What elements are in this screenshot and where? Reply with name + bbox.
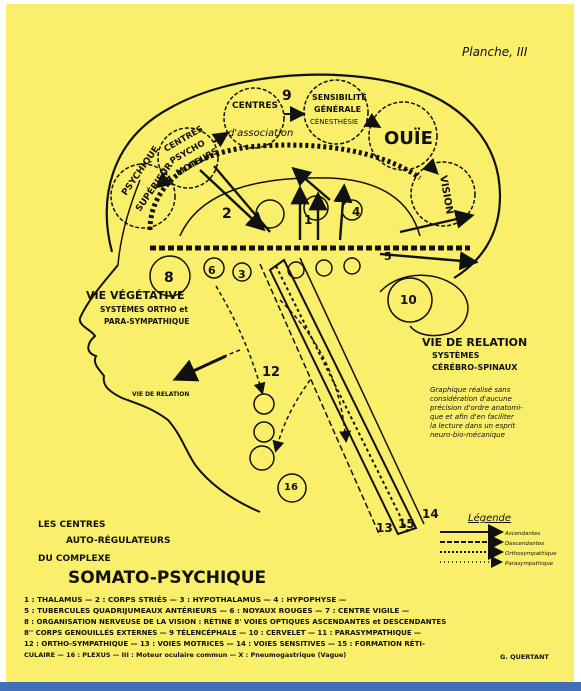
svg-text:VIE VÉGÉTATIVE: VIE VÉGÉTATIVE — [86, 289, 184, 302]
graphic-note: Graphique réalisé sans considération d'a… — [429, 386, 523, 439]
svg-text:OUÏE: OUÏE — [384, 127, 433, 149]
svg-text:CÉRÉBRO-SPINAUX: CÉRÉBRO-SPINAUX — [432, 361, 518, 372]
svg-text:14: 14 — [422, 507, 439, 521]
svg-text:5: 5 — [384, 250, 392, 263]
svg-text:3: 3 — [238, 268, 246, 281]
svg-text:d'association: d'association — [228, 128, 293, 139]
svg-text:2: 2 — [222, 206, 232, 222]
center-ouie: OUÏE — [369, 102, 437, 170]
svg-text:8 : ORGANISATION NERVEUSE DE L: 8 : ORGANISATION NERVEUSE DE LA VISION :… — [24, 617, 446, 626]
svg-text:15: 15 — [398, 517, 415, 531]
svg-text:Parasympathique: Parasympathique — [505, 561, 554, 567]
svg-text:CENTRES: CENTRES — [232, 101, 278, 111]
svg-text:GÉNÉRALE: GÉNÉRALE — [314, 103, 361, 114]
svg-text:SYSTÈMES: SYSTÈMES — [432, 349, 480, 360]
vie-de-relation-label: VIE DE RELATION SYSTÈMES CÉRÉBRO-SPINAUX — [422, 336, 527, 372]
svg-text:Descendantes: Descendantes — [505, 541, 544, 547]
svg-text:1: 1 — [304, 213, 312, 227]
svg-text:Orthosympathique: Orthosympathique — [505, 551, 557, 557]
key-text: 1 : THALAMUS — 2 : CORPS STRIÉS — 3 : HY… — [24, 595, 446, 659]
svg-text:Ascendantes: Ascendantes — [504, 531, 540, 537]
svg-text:6: 6 — [208, 264, 216, 277]
svg-text:8: 8 — [164, 270, 174, 286]
relation-arrow — [178, 356, 226, 378]
node-circles — [150, 196, 432, 502]
svg-text:que et afin d'en faciliter: que et afin d'en faciliter — [430, 413, 515, 421]
svg-text:VISION: VISION — [437, 175, 455, 216]
complex-title-block: LES CENTRES AUTO-RÉGULATEURS DU COMPLEXE… — [38, 520, 266, 588]
svg-text:DU COMPLEXE: DU COMPLEXE — [38, 554, 111, 564]
vie-vegetative-label: VIE VÉGÉTATIVE SYSTÈMES ORTHO et PARA-SY… — [86, 289, 189, 398]
svg-text:précision d'ordre anatomi-: précision d'ordre anatomi- — [429, 404, 523, 412]
svg-text:LES CENTRES: LES CENTRES — [38, 520, 105, 530]
svg-text:10: 10 — [400, 293, 417, 307]
svg-text:neuro-bio-mécanique: neuro-bio-mécanique — [430, 431, 505, 439]
head-profile — [80, 265, 260, 512]
svg-text:4: 4 — [352, 205, 360, 219]
svg-text:VIE DE RELATION: VIE DE RELATION — [132, 391, 189, 398]
svg-text:AUTO-RÉGULATEURS: AUTO-RÉGULATEURS — [66, 534, 170, 546]
svg-text:SENSIBILITÉ: SENSIBILITÉ — [312, 91, 367, 102]
svg-text:CÉNESTHÉSIE: CÉNESTHÉSIE — [310, 117, 358, 126]
label-9: 9 — [282, 88, 292, 104]
svg-text:CULAIRE — 16 : PLEXUS — III :: CULAIRE — 16 : PLEXUS — III : Moteur ocu… — [24, 651, 346, 659]
svg-text:12 : ORTHO-SYMPATHIQUE — 13 :: 12 : ORTHO-SYMPATHIQUE — 13 : VOIES MOTR… — [24, 639, 425, 648]
svg-text:PARA-SYMPATHIQUE: PARA-SYMPATHIQUE — [104, 317, 189, 326]
svg-text:12: 12 — [262, 365, 280, 380]
svg-text:1 : THALAMUS — 2 : CORPS STRIÉ: 1 : THALAMUS — 2 : CORPS STRIÉS — 3 : HY… — [24, 595, 346, 604]
center-sensibilite: SENSIBILITÉ GÉNÉRALE CÉNESTHÉSIE — [304, 80, 368, 144]
svg-text:8'' CORPS GENOUILLÉS EXTERNES: 8'' CORPS GENOUILLÉS EXTERNES — 9 TÉLENC… — [24, 628, 421, 637]
cerebellum — [380, 275, 468, 335]
svg-text:Graphique réalisé sans: Graphique réalisé sans — [430, 386, 511, 394]
svg-text:16: 16 — [284, 482, 298, 493]
svg-text:Légende: Légende — [468, 512, 511, 524]
svg-text:5 : TUBERCULES QUADRIJUMEAUX A: 5 : TUBERCULES QUADRIJUMEAUX ANTÉRIEURS … — [24, 606, 409, 615]
signature: G. QUERTANT — [500, 653, 549, 661]
svg-text:considération d'aucune: considération d'aucune — [430, 395, 512, 403]
svg-text:la lecture dans un esprit: la lecture dans un esprit — [430, 422, 516, 430]
svg-text:SYSTÈMES ORTHO et: SYSTÈMES ORTHO et — [100, 305, 188, 314]
somato-psychique-title: SOMATO-PSYCHIQUE — [68, 568, 266, 588]
svg-text:13: 13 — [376, 521, 393, 535]
plate-label: Planche, III — [462, 45, 528, 59]
svg-text:VIE DE RELATION: VIE DE RELATION — [422, 336, 527, 349]
legend: Légende Ascendantes Descendantes Orthosy… — [440, 512, 557, 567]
